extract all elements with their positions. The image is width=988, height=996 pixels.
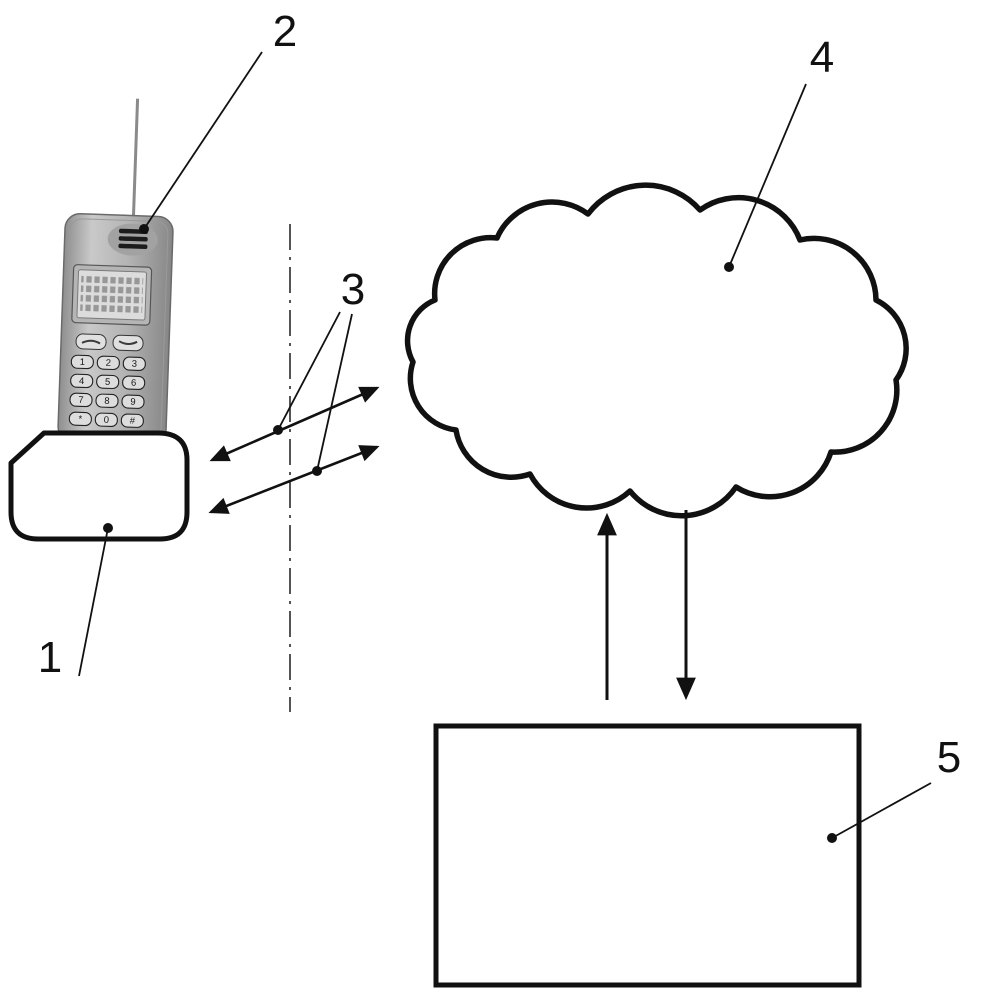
phone-call-keys [75, 333, 144, 352]
key-5: 5 [105, 377, 111, 388]
key-6: 6 [131, 378, 137, 389]
radio-link-arrows [208, 386, 380, 514]
ref-label-2-leader [143, 51, 263, 230]
phone-keypad: 1 2 3 4 5 6 7 8 9 * 0 # [68, 354, 146, 428]
key-3: 3 [131, 359, 137, 370]
ref-label-3: 3 [273, 265, 365, 476]
ref-label-1-leader [78, 527, 109, 677]
host-box [433, 723, 862, 988]
ref-label-2-dot [139, 224, 149, 234]
base-unit-outline [8, 430, 190, 542]
key-star: * [78, 414, 82, 425]
key-hash: # [129, 416, 135, 427]
key-1: 1 [80, 357, 86, 368]
ref-label-1: 1 [38, 523, 113, 682]
ref-label-3-dot-upper [273, 425, 283, 435]
ref-label-3-dot-lower [312, 466, 322, 476]
ref-label-3-leader-lower [316, 313, 353, 472]
ref-label-5: 5 [827, 733, 961, 843]
ref-label-1-dot [103, 523, 113, 533]
key-2: 2 [105, 358, 111, 369]
call-end-icon [118, 340, 138, 346]
key-9: 9 [130, 397, 136, 408]
key-0: 0 [103, 415, 109, 426]
mobile-phone: 1 2 3 4 5 6 7 8 9 * 0 # [57, 98, 174, 446]
ref-label-3-leader-upper [277, 311, 341, 431]
phone-antenna [131, 98, 140, 221]
ref-label-4: 4 [724, 33, 834, 272]
ref-label-2: 2 [139, 7, 297, 234]
call-accept-icon [81, 339, 101, 345]
key-4: 4 [79, 376, 85, 387]
ref-label-5-text: 5 [937, 733, 961, 782]
key-8: 8 [104, 396, 110, 407]
ref-label-4-dot [724, 262, 734, 272]
ref-label-3-text: 3 [341, 265, 365, 314]
key-7: 7 [78, 395, 84, 406]
ref-label-5-dot [827, 833, 837, 843]
ref-label-5-leader [831, 782, 932, 839]
phone-display [71, 264, 153, 326]
ref-label-2-text: 2 [273, 7, 297, 56]
ref-label-1-text: 1 [38, 633, 62, 682]
ref-label-4-leader [728, 83, 807, 268]
ref-label-4-text: 4 [810, 33, 834, 82]
radio-link-arrow-lower [208, 445, 380, 514]
network-cloud [404, 182, 909, 519]
cloud-host-arrows [597, 510, 696, 701]
